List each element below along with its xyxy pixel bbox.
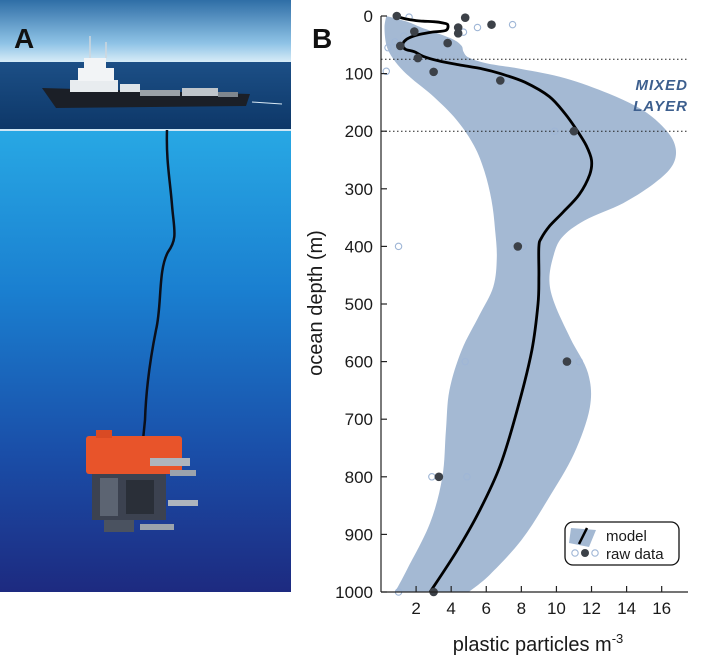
panel-a-illustration: A bbox=[0, 0, 291, 592]
raw-data-point bbox=[434, 472, 444, 482]
raw-data-open-point bbox=[508, 20, 517, 29]
research-ship bbox=[42, 36, 283, 108]
x-tick-label: 12 bbox=[582, 599, 601, 618]
legend: model raw data bbox=[564, 521, 680, 566]
legend-open-dot-2 bbox=[591, 549, 599, 557]
legend-model-label: model bbox=[606, 528, 647, 545]
panel-b-label: B bbox=[312, 23, 332, 54]
rov-vehicle bbox=[86, 430, 198, 532]
raw-data-open-point bbox=[382, 67, 391, 76]
raw-data-open-point bbox=[391, 38, 399, 46]
raw-data-point bbox=[413, 53, 423, 63]
y-tick-label: 200 bbox=[345, 122, 373, 141]
raw-data-open-point bbox=[428, 473, 436, 481]
y-tick-label: 100 bbox=[345, 65, 373, 84]
model-line bbox=[394, 14, 594, 593]
x-tick-label: 6 bbox=[482, 599, 491, 618]
model-uncertainty-band bbox=[384, 16, 677, 592]
panel-a-label: A bbox=[14, 23, 34, 54]
raw-data-open-point bbox=[550, 127, 559, 135]
raw-data-point bbox=[569, 126, 579, 136]
raw-data-point bbox=[495, 76, 505, 85]
x-tick-label: 8 bbox=[517, 599, 526, 618]
legend-filled-dot bbox=[581, 549, 589, 557]
annotation-line-1: MIXED bbox=[635, 77, 688, 94]
legend-raw-label: raw data bbox=[606, 546, 664, 563]
sky bbox=[0, 0, 291, 62]
y-axis-title: ocean depth (m) bbox=[305, 230, 327, 376]
x-tick-label: 2 bbox=[411, 599, 420, 618]
raw-data-open-point bbox=[400, 32, 408, 40]
raw-data-open-point bbox=[461, 357, 469, 366]
underwater bbox=[0, 130, 291, 592]
raw-data-open-point bbox=[463, 473, 471, 481]
raw-data-point bbox=[443, 38, 452, 48]
raw-data-point bbox=[392, 11, 402, 21]
reference-lines bbox=[381, 58, 688, 132]
axes bbox=[380, 15, 688, 593]
model-band-layer bbox=[384, 16, 677, 592]
model-line-layer bbox=[394, 14, 594, 593]
raw-data-open-point bbox=[473, 23, 482, 32]
x-tick-label: 14 bbox=[617, 599, 636, 618]
y-tick-label: 800 bbox=[345, 468, 373, 487]
raw-data-point bbox=[487, 20, 496, 29]
tether-cable bbox=[141, 129, 176, 441]
x-tick-label: 16 bbox=[652, 599, 671, 618]
raw-data-point bbox=[562, 357, 572, 366]
filled-points-layer bbox=[392, 11, 579, 597]
depth-profile-chart: 0 100 200 300 400 500 600 700 800 900 1000 2 4 6 8 10 12… bbox=[305, 7, 688, 656]
raw-data-open-point bbox=[394, 242, 403, 251]
y-tick-label: 700 bbox=[345, 410, 373, 429]
raw-data-point bbox=[429, 67, 438, 77]
x-axis-title: plastic particles m-3 bbox=[453, 631, 624, 656]
x-axis-title-main: plastic particles m bbox=[453, 634, 612, 656]
raw-data-open-point bbox=[575, 357, 583, 366]
y-tick-label: 600 bbox=[345, 353, 373, 372]
x-tick-label: 10 bbox=[547, 599, 566, 618]
raw-data-point bbox=[513, 242, 523, 251]
raw-data-point bbox=[410, 27, 419, 36]
y-tick-label: 0 bbox=[364, 7, 373, 26]
raw-data-point bbox=[460, 13, 470, 23]
tick-labels: 0 100 200 300 400 500 600 700 800 900 1000 2 4 6 8 10 12… bbox=[335, 7, 671, 618]
y-tick-label: 300 bbox=[345, 180, 373, 199]
y-tick-label: 400 bbox=[345, 237, 373, 256]
x-tick-label: 4 bbox=[446, 599, 455, 618]
y-tick-label: 1000 bbox=[335, 583, 373, 602]
raw-data-open-point bbox=[384, 43, 392, 52]
annotation-line-2: LAYER bbox=[633, 98, 688, 115]
legend-model-line bbox=[577, 527, 589, 545]
y-tick-label: 500 bbox=[345, 295, 373, 314]
raw-data-point bbox=[395, 41, 405, 51]
y-tick-label: 900 bbox=[345, 525, 373, 544]
x-axis-title-sup: -3 bbox=[612, 631, 624, 646]
legend-open-dot bbox=[571, 549, 579, 557]
raw-data-point bbox=[453, 28, 463, 38]
